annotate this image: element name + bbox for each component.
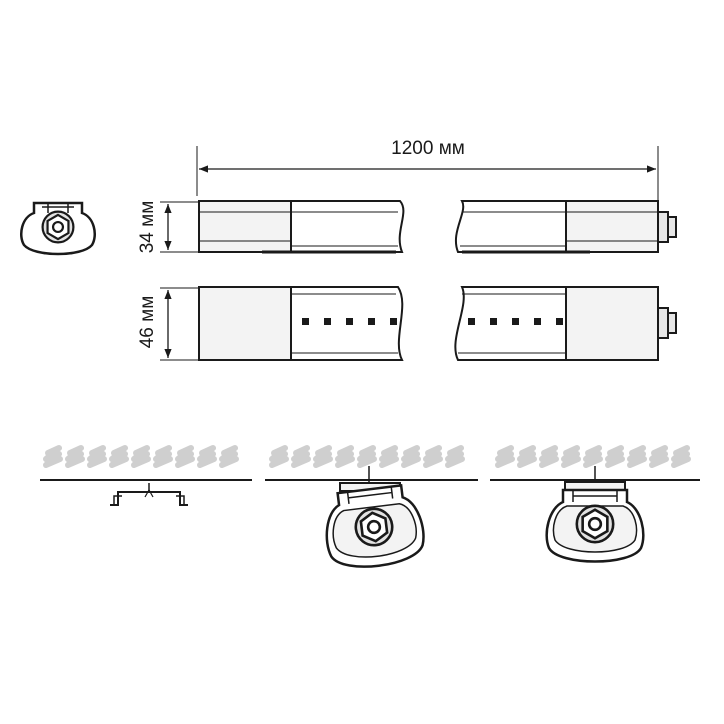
cable-gland-icon bbox=[657, 211, 677, 243]
height-top-label: 46 мм bbox=[137, 296, 158, 349]
mounting-step-3 bbox=[490, 448, 700, 563]
mounting-step-1 bbox=[40, 448, 252, 506]
height-side-dimension: 34 мм bbox=[137, 201, 198, 254]
end-cap-icon bbox=[20, 201, 96, 256]
height-side-label: 34 мм bbox=[137, 201, 158, 254]
height-top-dimension: 46 мм bbox=[137, 287, 198, 361]
length-dimension: 1200 мм bbox=[196, 138, 659, 210]
ceiling-hatch-icon bbox=[46, 448, 236, 465]
ceiling-hatch-icon bbox=[272, 448, 462, 465]
lamp-side-view bbox=[198, 200, 677, 254]
lamp-end-view-icon bbox=[325, 483, 425, 568]
lamp-top-view bbox=[198, 286, 677, 361]
length-dimension-label: 1200 мм bbox=[391, 138, 465, 159]
cable-gland-icon bbox=[657, 307, 677, 339]
led-dots bbox=[302, 318, 563, 325]
mounting-bracket-icon bbox=[110, 483, 188, 506]
ceiling-hatch-icon bbox=[498, 448, 688, 465]
end-view bbox=[20, 201, 96, 256]
mounting-step-2 bbox=[265, 448, 478, 568]
lamp-end-view-icon bbox=[545, 488, 645, 563]
